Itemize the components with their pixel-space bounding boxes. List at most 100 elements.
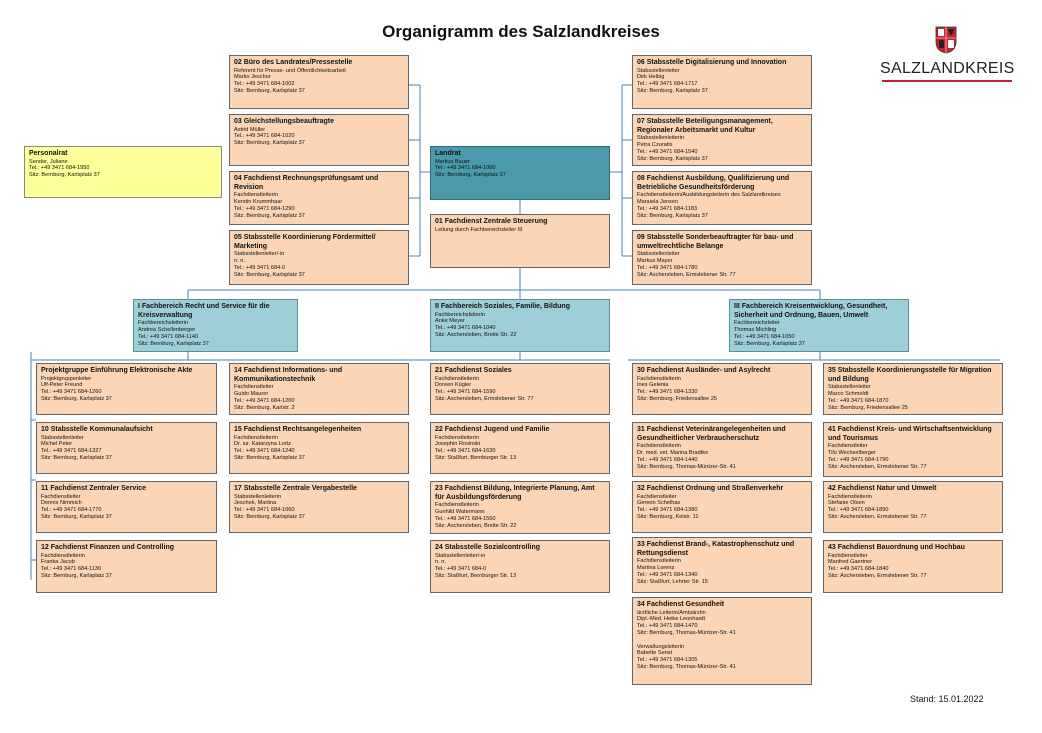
- org-unit-title: 01 Fachdienst Zentrale Steuerung: [435, 218, 548, 225]
- org-unit-detail: Sitz: Staßfurt, Lehrter Str. 15: [637, 578, 708, 585]
- org-unit-detail: Sitz: Aschersleben, Ermslebener Str. 77: [828, 572, 927, 579]
- org-unit-detail: Sitz: Bernburg, Karlsplatz 37: [41, 454, 112, 461]
- org-unit-title: 02 Büro des Landrates/Pressestelle: [234, 59, 353, 66]
- org-unit-b08: 08 Fachdienst Ausbildung, Qualifizierung…: [632, 171, 812, 225]
- org-unit-detail: Tel.: +49 3471 684-1840: [828, 566, 889, 573]
- org-unit-detail: Fachbereichsleiter: [734, 320, 780, 327]
- page-title: Organigramm des Salzlandkreises: [382, 22, 660, 41]
- org-unit-detail: Fachdienstleiter: [637, 493, 677, 500]
- org-unit-b33: 33 Fachdienst Brand-, Katastrophenschutz…: [632, 537, 812, 593]
- org-unit-detail: Sitz: Aschersleben, Ermslebener Str. 77: [828, 513, 927, 520]
- org-unit-detail: Fachdienstleiterin/Ausbildungsleiterin d…: [637, 192, 781, 199]
- org-unit-detail: Fachdienstleiterin: [637, 558, 681, 565]
- org-unit-detail: Thomas Michling: [734, 326, 777, 333]
- org-unit-b14: 14 Fachdienst Informations- und Kommunik…: [229, 363, 409, 415]
- org-unit-detail: Fachbereichsleiterin: [138, 320, 189, 327]
- org-unit-detail: Tel.: +49 3471 684-0: [234, 264, 286, 271]
- org-unit-title: II Fachbereich Soziales, Familie, Bildun…: [435, 303, 570, 310]
- org-unit-b31: 31 Fachdienst Veterinärangelegenheiten u…: [632, 422, 812, 477]
- org-unit-fb2: II Fachbereich Soziales, Familie, Bildun…: [430, 299, 610, 352]
- org-unit-detail: Tel.: +49 3471 684-1130: [41, 566, 102, 573]
- org-unit-detail: Dipl.-Med. Heike Leonhardt: [637, 616, 706, 623]
- org-unit-detail: Markus Mayer: [637, 257, 673, 264]
- org-unit-detail: Sitz: Bernburg, Karlsplatz 37: [41, 572, 112, 579]
- org-unit-detail: Guido Maurer: [234, 390, 269, 397]
- org-unit-detail: Tel.: +49 3471 684-1590: [435, 389, 496, 396]
- salzlandkreis-logo: SALZLANDKREIS: [880, 26, 1014, 84]
- org-unit-b32: 32 Fachdienst Ordnung und Straßenverkehr…: [632, 481, 812, 533]
- org-unit-detail: Tel.: +49 3471 684-1200: [234, 397, 295, 404]
- org-unit-detail: Sitz: Bernburg, Karlsplatz 37: [234, 454, 305, 461]
- org-unit-detail: Dr. iur. Katarzyna Lortz: [234, 441, 291, 448]
- org-unit-detail: Tel.: +49 3471 684-1780: [637, 264, 698, 271]
- org-unit-detail: Sitz: Bernburg, Karlsplatz 37: [234, 140, 305, 147]
- logo-text: SALZLANDKREIS: [880, 60, 1015, 77]
- org-unit-detail: Referent für Presse- und Öffentlichkeits…: [234, 67, 346, 74]
- org-unit-detail: Stabsstellenleiter: [41, 434, 84, 441]
- org-unit-detail: Tel.: +49 3471 684-1870: [828, 397, 889, 404]
- org-unit-detail: Sitz: Bernburg, Karlsplatz 37: [637, 87, 708, 94]
- org-unit-detail: Sitz: Aschersleben, Breite Str. 22: [435, 331, 517, 338]
- org-unit-b05: 05 Stabsstelle Koordinierung Fördermitte…: [229, 230, 409, 285]
- org-unit-detail: Sitz: Staßfurt, Bernburger Str. 13: [435, 572, 517, 579]
- org-unit-detail: Jeschek, Martina: [234, 500, 277, 507]
- org-unit-detail: Dennis Nimmich: [41, 500, 82, 507]
- org-unit-detail: Astrid Müller: [234, 126, 266, 133]
- org-unit-detail: Gereon Schelhas: [637, 500, 681, 507]
- org-unit-detail: Sitz: Bernburg, Thomas-Müntzer-Str. 41: [637, 629, 736, 636]
- org-unit-detail: Stabsstellenleiter: [637, 251, 680, 258]
- org-unit-title: 41 Fachdienst Kreis- und Wirtschaftsentw…: [828, 426, 992, 442]
- org-unit-detail: Sitz: Bernburg, Karlsplatz 37: [29, 172, 100, 179]
- org-unit-detail: Tel.: +49 3471 684-1060: [234, 507, 295, 514]
- org-unit-title: 11 Fachdienst Zentraler Service: [41, 485, 147, 492]
- org-unit-detail: Petra Czuratis: [637, 141, 673, 148]
- org-unit-title: 22 Fachdienst Jugend und Familie: [435, 426, 550, 433]
- org-unit-detail: Sitz: Aschersleben, Breite Str. 22: [435, 522, 517, 529]
- org-unit-detail: Marco Schmoldt: [828, 390, 869, 397]
- org-unit-detail: Dr. med. vet. Marina Bradtke: [637, 449, 709, 456]
- org-unit-detail: Sitz: Bernburg, Karlsplatz 37: [234, 212, 305, 219]
- org-unit-detail: Tel.: +49 3471 684-1240: [234, 448, 295, 455]
- org-unit-title: 21 Fachdienst Soziales: [435, 367, 512, 374]
- org-unit-detail: Verwaltungsleiterin: [637, 643, 684, 650]
- org-unit-detail: Tel.: +49 3471 684-1790: [828, 456, 889, 463]
- org-unit-detail: n. n.: [234, 257, 245, 264]
- org-unit-detail: Marko Jeschor: [234, 74, 271, 81]
- org-unit-detail: Michel Peter: [41, 441, 73, 448]
- org-unit-detail: Tel.: +49 3471 684-1260: [41, 389, 102, 396]
- org-unit-fb1: I Fachbereich Recht und Service für die …: [133, 299, 298, 352]
- org-unit-title: 35 Stabsstelle Koordinierungsstelle für …: [828, 367, 992, 383]
- org-unit-detail: Tel.: +49 3471 684-1950: [29, 165, 90, 172]
- org-unit-detail: Sitz: Bernburg, Karlsplatz 37: [637, 155, 708, 162]
- org-unit-detail: Stefanie Olsen: [828, 500, 865, 507]
- org-unit-detail: Tel.: +49 3471 684-1290: [234, 205, 295, 212]
- org-unit-title: 24 Stabsstelle Sozialcontrolling: [435, 544, 541, 551]
- org-unit-title: Landrat: [435, 150, 461, 157]
- org-unit-detail: Stabsstellenleiterin: [234, 493, 281, 500]
- org-unit-detail: Babette Senst: [637, 650, 673, 657]
- org-unit-title: 42 Fachdienst Natur und Umwelt: [828, 485, 937, 492]
- org-unit-title: 08 Fachdienst Ausbildung, Qualifizierung…: [637, 175, 790, 191]
- org-unit-detail: Fachdienstleiterin: [435, 434, 479, 441]
- org-unit-title: 05 Stabsstelle Koordinierung Fördermitte…: [234, 234, 376, 250]
- org-unit-detail: Manfred Gaertner: [828, 559, 873, 566]
- org-unit-detail: Ulf-Peter Freund: [41, 382, 83, 389]
- org-unit-detail: Tilo Wechselberger: [828, 449, 876, 456]
- org-unit-title: Projektgruppe Einführung Elektronische A…: [41, 367, 193, 374]
- org-unit-title: 31 Fachdienst Veterinärangelegenheiten u…: [637, 426, 786, 442]
- org-unit-detail: Sitz: Bernburg, Thomas-Müntzer-Str. 41: [637, 663, 736, 670]
- org-unit-detail: Sitz: Staßfurt, Bernburger Str. 13: [435, 454, 517, 461]
- org-unit-detail: Sitz: Bernburg, Karlsplatz 37: [41, 395, 112, 402]
- org-unit-detail: Tel.: +49 3471 684-1183: [637, 205, 698, 212]
- org-unit-detail: Sitz: Bernburg, Karlsplatz 37: [734, 340, 805, 347]
- org-unit-detail: Fachdienstleiterin: [637, 443, 681, 450]
- org-unit-detail: Sitz: Bernburg, Karlsplatz 37: [234, 87, 305, 94]
